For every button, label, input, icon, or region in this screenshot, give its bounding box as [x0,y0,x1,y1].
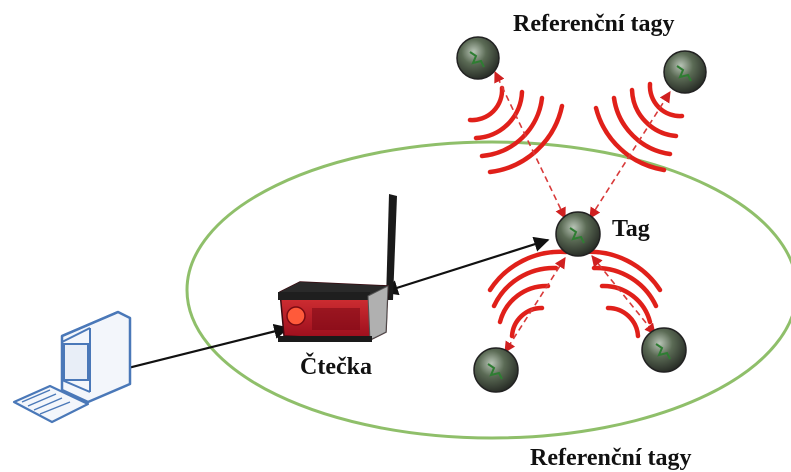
label-reference-tags-top: Referenční tagy [513,11,675,37]
signal-waves-bottom-right [581,249,663,339]
antenna [386,194,397,300]
signal-waves-top-right [593,81,685,173]
link-top-right [589,91,671,219]
desktop-computer-icon [12,310,132,424]
label-reference-tags-bottom: Referenční tagy [530,445,692,471]
target-tag [555,211,601,257]
link-bottom-left [504,257,566,353]
link-reader-tag [382,236,550,296]
reference-tag-bottom-left [473,347,519,393]
label-reader: Čtečka [300,353,372,380]
signal-waves-top-left [467,85,565,175]
reference-tag-top-left [456,36,500,80]
label-tag: Tag [612,216,650,242]
signal-waves-bottom-left [487,249,569,339]
reference-links [494,70,671,353]
link-computer-reader [98,323,290,380]
coverage-zone-ellipse [185,140,791,440]
rfid-reader-icon [278,194,397,342]
link-top-left [494,70,566,220]
reference-tag-bottom-right [641,327,687,373]
link-bottom-right [591,255,656,335]
reference-tag-top-right [663,50,707,94]
